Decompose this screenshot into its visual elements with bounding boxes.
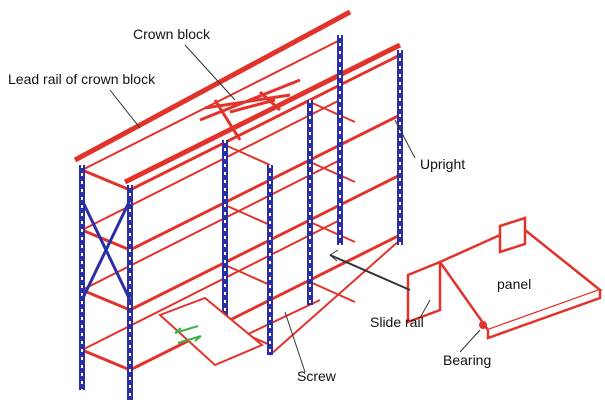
side-beam xyxy=(81,288,131,312)
lead-rail-of-crown-block xyxy=(73,9,352,163)
label-lead-rail: Lead rail of crown block xyxy=(8,71,156,87)
front-beam xyxy=(129,53,401,192)
back-beam xyxy=(81,219,341,351)
screw-rail xyxy=(269,239,401,356)
side-beam xyxy=(81,228,131,252)
bearing-icon xyxy=(479,321,487,329)
front-beam xyxy=(129,173,401,312)
front-top-rail xyxy=(123,42,402,185)
label-upright: Upright xyxy=(420,156,466,172)
label-crown-block: Crown block xyxy=(133,26,211,42)
red-beams xyxy=(73,9,402,372)
shelf-cross-beam xyxy=(224,144,271,166)
side-beam xyxy=(81,168,131,192)
label-bearing: Bearing xyxy=(443,352,492,368)
front-panel-drawer xyxy=(158,296,264,367)
shelf-cross-beam xyxy=(224,264,271,286)
shelf-cross-beam xyxy=(224,204,271,226)
leader-lines xyxy=(109,44,481,373)
shelf-cross-beam xyxy=(309,101,356,123)
label-screw: Screw xyxy=(297,368,336,384)
blue-uprights xyxy=(79,35,403,400)
front-beam xyxy=(129,113,401,252)
label-panel: panel xyxy=(497,276,532,292)
pulled-out-panel xyxy=(406,216,603,340)
front-beam xyxy=(129,233,401,372)
shelf-cross-beam xyxy=(309,221,356,243)
shelf-cross-beam xyxy=(309,281,356,303)
back-beam xyxy=(81,159,341,291)
label-slide-rail: Slide rail xyxy=(370,314,424,330)
crown-block xyxy=(199,78,301,141)
side-brace xyxy=(80,199,132,301)
green-arrows-icon xyxy=(174,325,202,344)
back-beam xyxy=(81,39,341,171)
shelf-cross-beam xyxy=(309,161,356,183)
side-beam xyxy=(81,348,131,372)
